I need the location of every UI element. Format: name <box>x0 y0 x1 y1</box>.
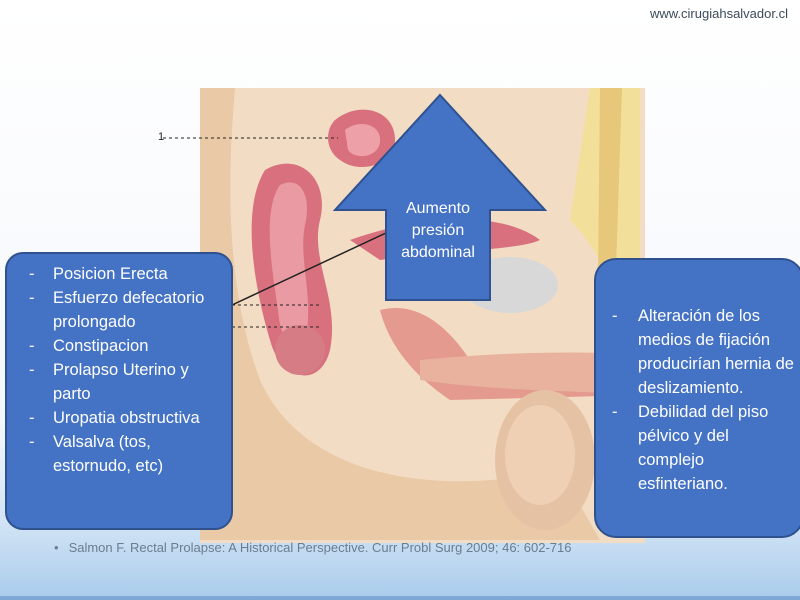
arrow-line: Aumento <box>405 200 471 217</box>
list-item: Uropatia obstructiva <box>13 406 225 430</box>
figure-label: 1 <box>158 131 165 143</box>
reference-citation: Salmon F. Rectal Prolapse: A Historical … <box>54 540 572 555</box>
watermark-url: www.cirugiahsalvador.cl <box>649 6 788 21</box>
list-item: Alteración de los medios de fijación pro… <box>596 304 798 400</box>
list-item: Esfuerzo defecatorio prolongado <box>13 286 225 334</box>
list-item: Constipacion <box>13 334 225 358</box>
list-item: Valsalva (tos, estornudo, etc) <box>13 430 225 478</box>
risk-factors-box: Posicion Erecta Esfuerzo defecatorio pro… <box>5 252 233 530</box>
list-item: Prolapso Uterino y parto <box>13 358 225 406</box>
bottom-divider <box>0 596 800 600</box>
up-arrow-shape <box>332 93 548 301</box>
arrow-label: Aumento presión abdominal <box>388 198 488 264</box>
mechanisms-box: Alteración de los medios de fijación pro… <box>594 258 800 538</box>
list-item: Debilidad del piso pélvico y del complej… <box>596 400 798 496</box>
list-item: Posicion Erecta <box>13 262 225 286</box>
arrow-line: abdominal <box>401 244 475 261</box>
arrow-line: presión <box>411 222 465 239</box>
